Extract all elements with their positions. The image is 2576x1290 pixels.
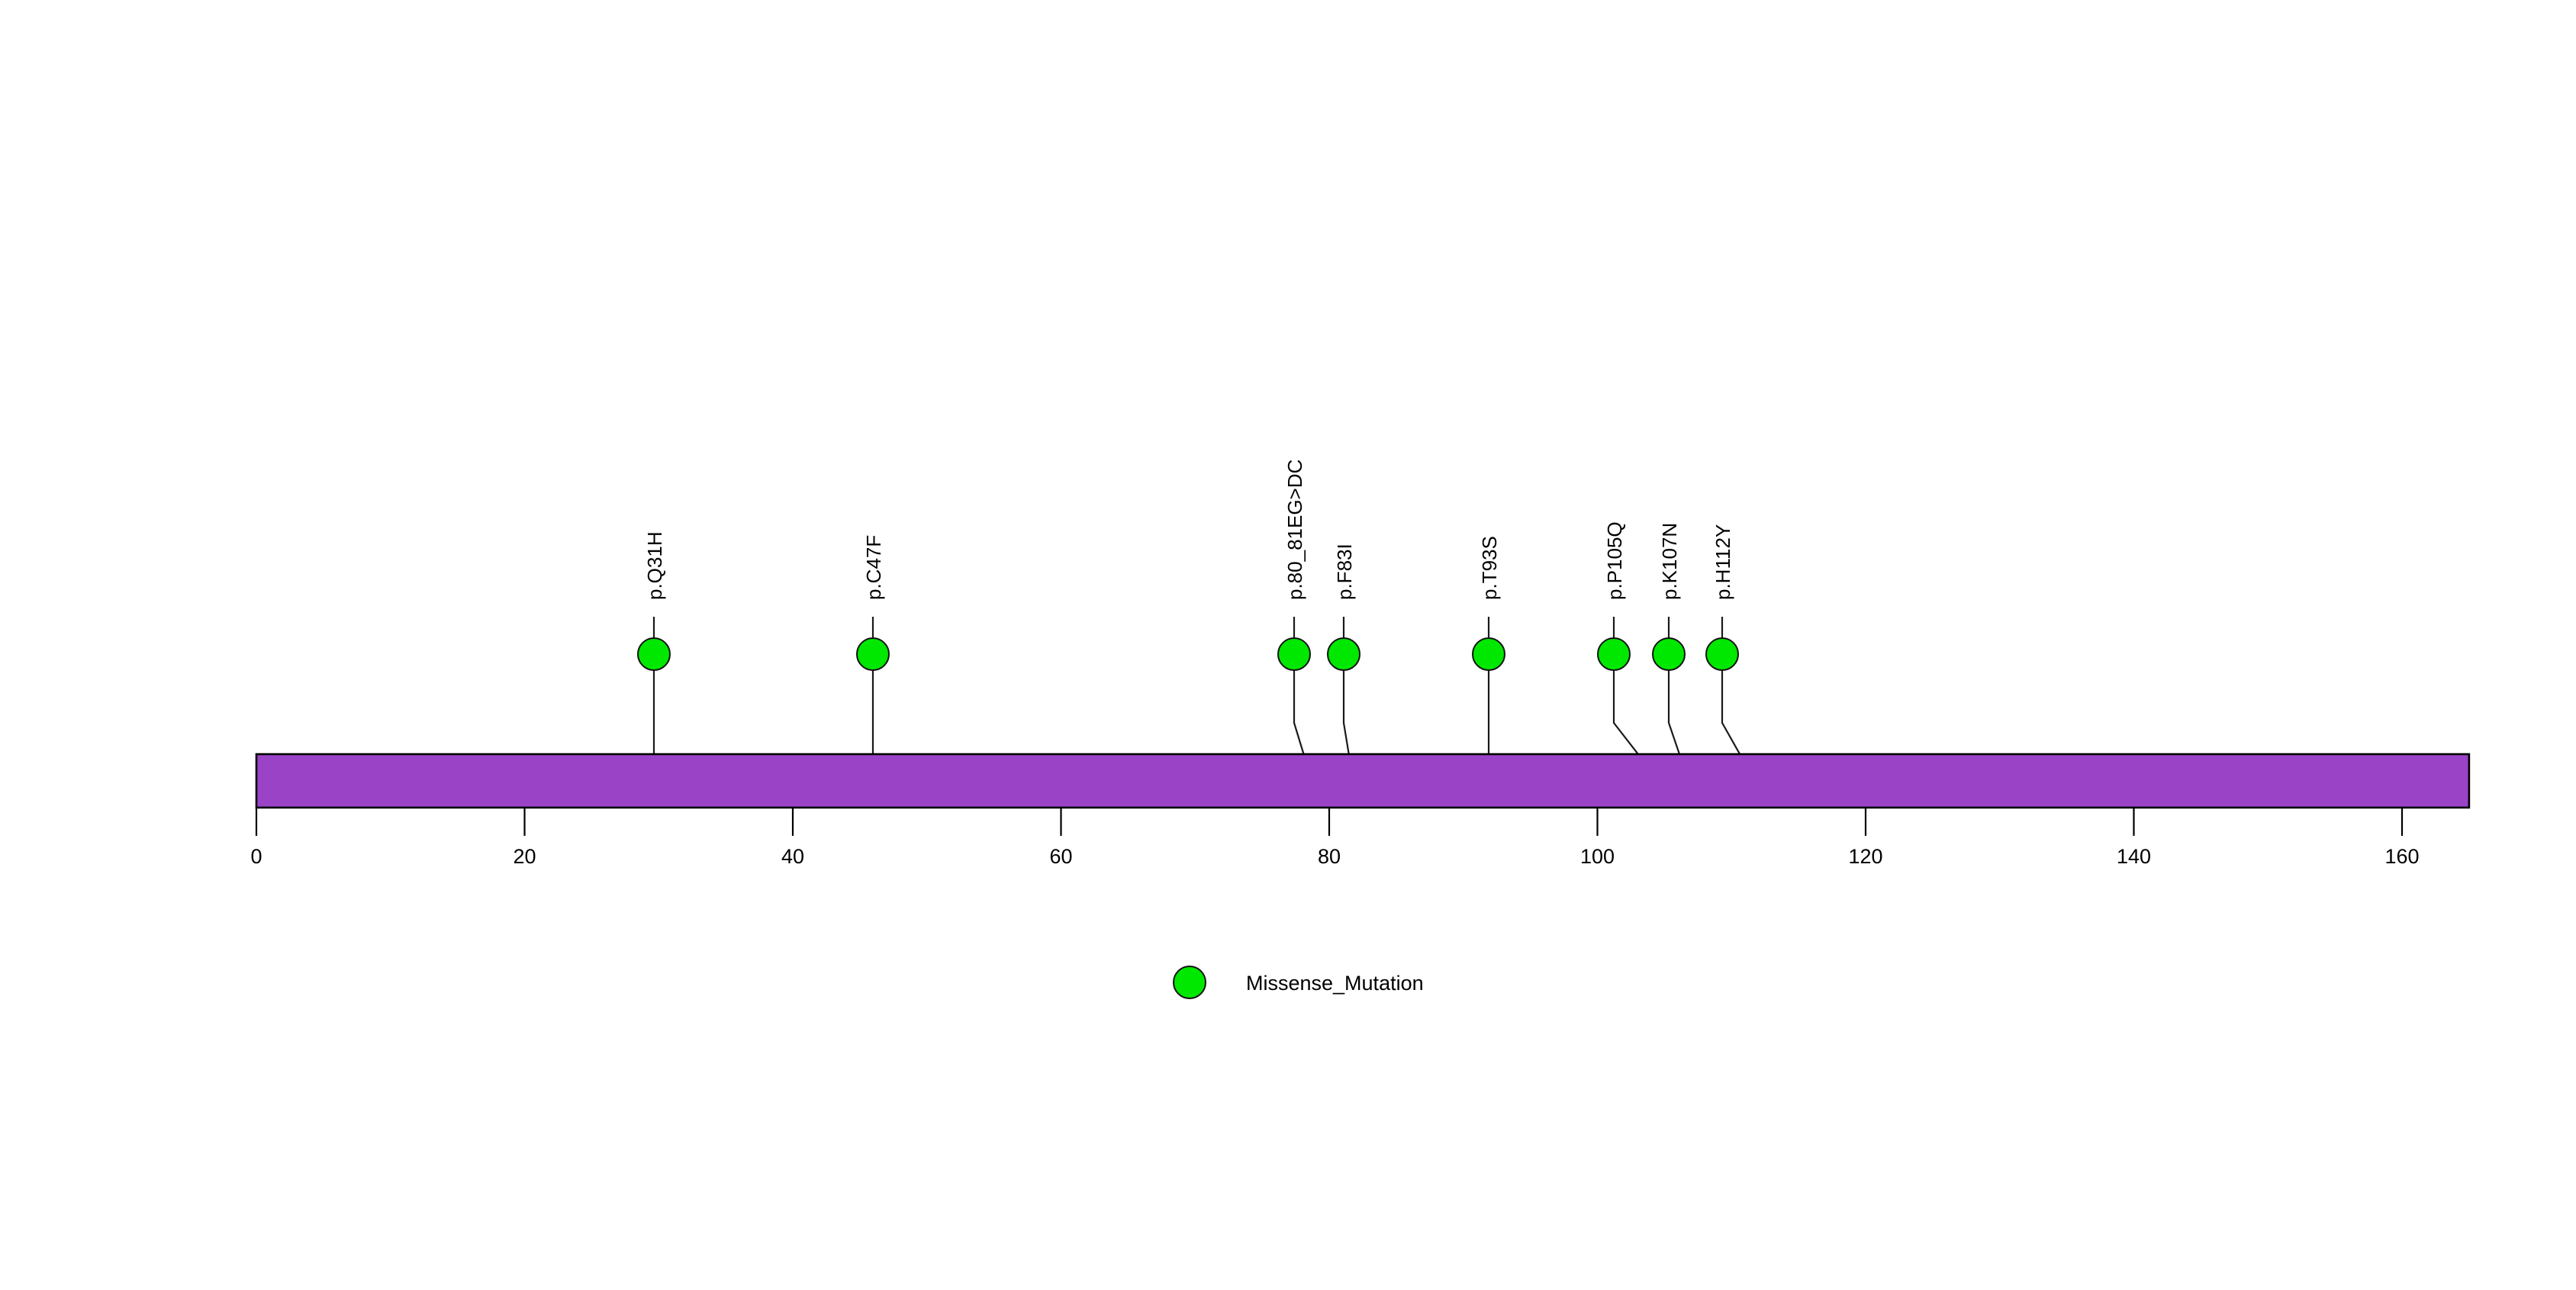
mutation-label: p.H112Y — [1711, 524, 1734, 600]
axis-tick-label: 100 — [1580, 845, 1615, 868]
mutation-label: p.T93S — [1478, 536, 1501, 600]
legend-label[interactable]: Missense_Mutation — [1246, 972, 1424, 995]
mutation-marker-p-h112y[interactable] — [1705, 637, 1739, 671]
mutation-marker-p-p105q[interactable] — [1597, 637, 1631, 671]
axis-tick-label: 80 — [1318, 845, 1341, 868]
axis-tick-label: 60 — [1049, 845, 1072, 868]
axis-tick-label: 20 — [513, 845, 536, 868]
mutation-label: p.C47F — [862, 535, 885, 600]
legend-group: Missense_Mutation — [1173, 966, 1424, 999]
mutation-marker-p-k107n[interactable] — [1652, 637, 1686, 671]
mutation-label: p.80_81EG>DC — [1283, 460, 1306, 600]
mutation-marker-p-q31h[interactable] — [637, 637, 671, 671]
mutation-marker-p-t93s[interactable] — [1472, 637, 1505, 671]
mutation-label: p.K107N — [1658, 523, 1681, 600]
protein-domain-bar — [255, 753, 2471, 809]
mutation-label: p.F83I — [1333, 543, 1356, 600]
mutation-label: p.Q31H — [643, 531, 666, 600]
mutation-label: p.P105Q — [1603, 521, 1626, 600]
axis-tick-label: 120 — [1848, 845, 1882, 868]
protein-bar-group — [255, 753, 2471, 809]
axis-tick-label: 0 — [250, 845, 262, 868]
mutation-marker-p-80-81eg-dc[interactable] — [1277, 637, 1311, 671]
legend-marker-icon — [1173, 966, 1206, 999]
axis-tick-label: 160 — [2384, 845, 2419, 868]
mutation-marker-p-c47f[interactable] — [856, 637, 890, 671]
mutation-markers-group — [637, 637, 1739, 671]
axis-tick-label: 40 — [781, 845, 804, 868]
axis-tick-label: 140 — [2117, 845, 2151, 868]
x-axis-group: 0 20 40 60 80 100 120 140 160 — [250, 808, 2420, 868]
mutation-marker-p-f83i[interactable] — [1327, 637, 1360, 671]
mutation-labels-group: p.Q31H p.C47F p.80_81EG>DC p.F83I p.T93S p.P1… — [643, 460, 1734, 600]
